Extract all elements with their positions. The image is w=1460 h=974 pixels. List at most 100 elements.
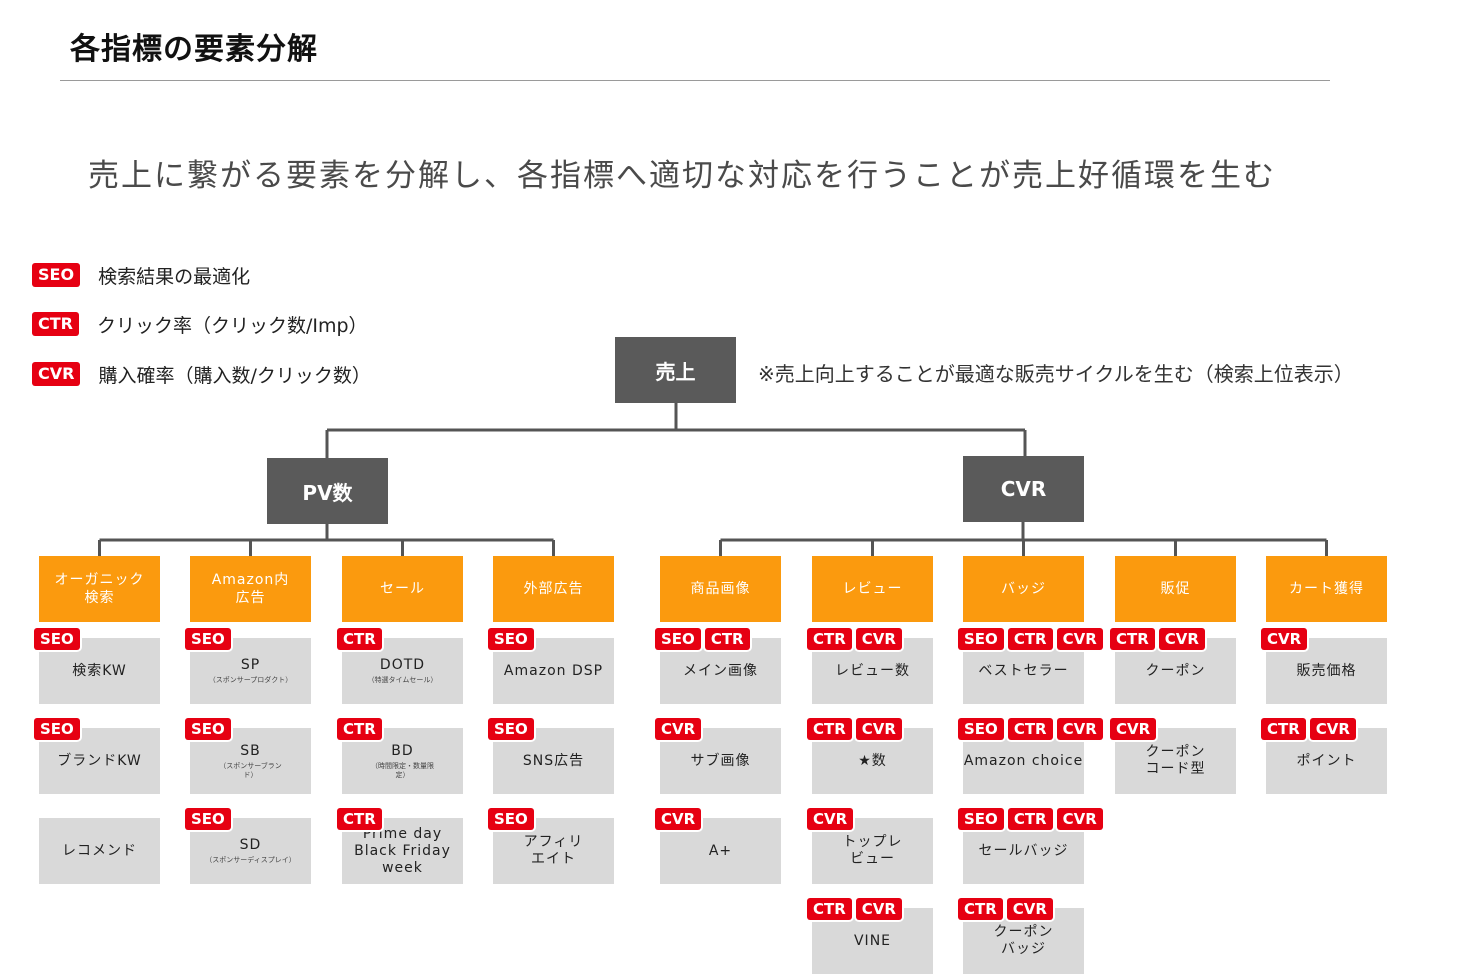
tag-cvr: CVR — [807, 808, 854, 830]
tag-ctr: CTR — [704, 628, 750, 650]
tag-group: CVR — [1261, 628, 1308, 650]
tag-ctr: CTR — [807, 628, 852, 650]
tag-cvr: CVR — [1110, 718, 1157, 740]
tag-ctr: CTR — [337, 628, 382, 650]
tag-ctr: CTR — [1261, 718, 1306, 740]
leaf-sublabel: （特選タイムセール） — [367, 676, 438, 684]
tag-seo: SEO — [185, 808, 231, 830]
leaf-sublabel: （スポンサーディスプレイ） — [205, 856, 296, 864]
leaf-label: BD — [391, 742, 414, 759]
tag-seo: SEO — [34, 718, 80, 740]
tag-group: CVR — [1110, 718, 1157, 740]
leaf-label: VINE — [853, 932, 892, 949]
leaf-label: SP — [240, 657, 261, 673]
leaf-label: ベストセラー — [978, 662, 1069, 679]
legend-item-ctr: CTR クリック率（クリック数/Imp） — [32, 311, 368, 337]
tag-cvr: CVR — [1056, 628, 1103, 650]
tag-seo: SEO — [958, 808, 1004, 830]
leaf-label: レコメンド — [62, 842, 137, 859]
pv-node: PV数 — [267, 458, 388, 524]
tag-group: SEO — [488, 628, 534, 650]
tag-ctr: CTR — [1007, 718, 1053, 740]
tag-seo: SEO — [185, 718, 231, 740]
category-node: レビュー — [812, 556, 933, 622]
tag-group: CVR — [655, 808, 702, 830]
category-label: 商品画像 — [690, 581, 751, 597]
note-text: ※売上向上することが最適な販売サイクルを生む（検索上位表示） — [758, 362, 1354, 386]
tag-ctr: CTR — [1110, 628, 1155, 650]
category-node: セール — [342, 556, 463, 622]
tag-group: SEO — [34, 628, 80, 650]
page-title: 各指標の要素分解 — [70, 32, 318, 67]
leaf-label: レビュー数 — [835, 662, 910, 679]
leaf-label: セールバッジ — [978, 842, 1069, 859]
tag-cvr: CVR — [855, 628, 902, 650]
root-node: 売上 — [615, 337, 736, 403]
leaf-label: Amazon DSP — [503, 662, 604, 679]
category-label: バッジ — [1001, 581, 1046, 597]
tag-seo: SEO — [655, 628, 701, 650]
tag-ctr: CTR — [807, 898, 852, 920]
legend-text: 検索結果の最適化 — [98, 265, 251, 288]
tag-ctr: CTR — [337, 808, 382, 830]
tag-cvr: CVR — [1006, 898, 1053, 920]
tag-group: CVR — [655, 718, 702, 740]
leaf-label: 検索KW — [72, 662, 127, 679]
tag-ctr: CTR — [958, 898, 1003, 920]
leaf-label: クーポンバッジ — [993, 924, 1054, 957]
category-node: バッジ — [963, 556, 1084, 622]
cvr-node: CVR — [963, 456, 1084, 522]
category-label: セール — [380, 581, 425, 597]
leaf-label: ブランドKW — [57, 752, 142, 769]
leaf-sublabel: （時間限定・数量限定） — [371, 761, 434, 779]
leaf-sublabel: （スポンサープロダクト） — [208, 676, 293, 684]
subtitle: 売上に繋がる要素を分解し、各指標へ適切な対応を行うことが売上好循環を生む — [88, 158, 1276, 194]
tag-ctr: CTR — [337, 718, 382, 740]
leaf-label: DOTD — [379, 657, 426, 673]
tag-group: SEO — [488, 808, 534, 830]
category-label: カート獲得 — [1289, 581, 1364, 597]
tag-cvr: CVR — [655, 808, 702, 830]
leaf-label: メイン画像 — [683, 662, 758, 679]
tag-cvr: CVR — [1158, 628, 1205, 650]
tag-group: SEO — [488, 718, 534, 740]
tag-group: CTR — [337, 628, 382, 650]
tag-cvr: CVR — [855, 898, 902, 920]
tag-seo: SEO — [488, 808, 534, 830]
tag-cvr: CVR — [1261, 628, 1308, 650]
title-divider — [60, 80, 1330, 81]
tag-ctr: CTR — [1007, 808, 1053, 830]
leaf-node: トップレビュー — [812, 818, 933, 884]
leaf-label: Amazon choice — [963, 752, 1084, 769]
legend-tag: SEO — [32, 263, 81, 287]
category-node: カート獲得 — [1266, 556, 1387, 622]
tag-seo: SEO — [185, 628, 231, 650]
leaf-label: トップレビュー — [842, 834, 903, 867]
tag-seo: SEO — [958, 628, 1004, 650]
category-label: レビュー — [842, 581, 903, 597]
leaf-label: A+ — [708, 842, 733, 859]
tag-cvr: CVR — [1056, 808, 1103, 830]
tag-group: SEO — [185, 628, 231, 650]
tag-group: SEO — [185, 718, 231, 740]
leaf-label: ポイント — [1296, 752, 1357, 769]
tag-cvr: CVR — [855, 718, 902, 740]
tag-seo: SEO — [488, 628, 534, 650]
tag-cvr: CVR — [1056, 718, 1103, 740]
leaf-node: アフィリエイト — [493, 818, 614, 884]
tag-seo: SEO — [34, 628, 80, 650]
tag-group: CTR — [337, 718, 382, 740]
leaf-label: 販売価格 — [1296, 662, 1357, 679]
